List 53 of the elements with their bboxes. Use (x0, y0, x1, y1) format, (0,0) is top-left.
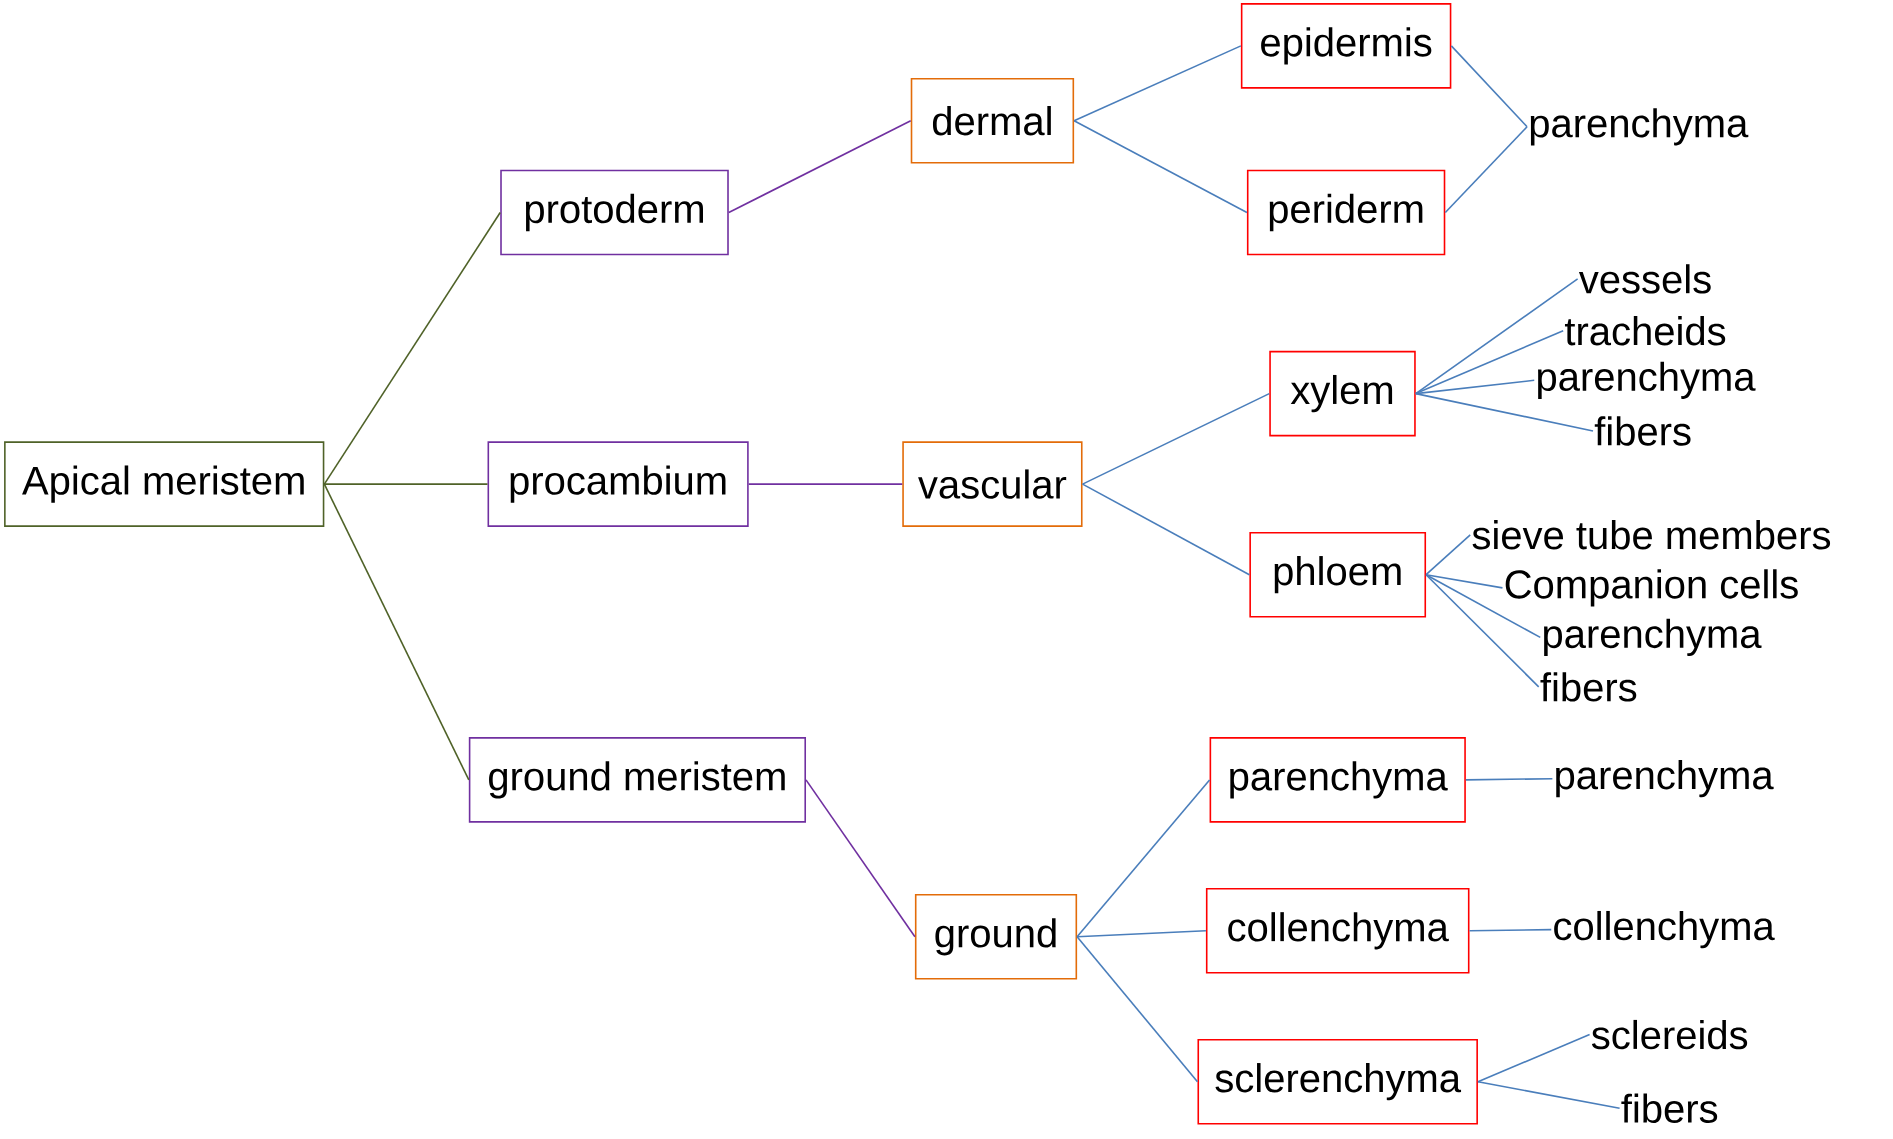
connector-line (1450, 45, 1528, 128)
connector-line (1076, 779, 1211, 938)
connector-line (805, 779, 916, 938)
connector-line (1414, 278, 1579, 395)
connector-line (747, 483, 904, 485)
text-label: fibers (1540, 672, 1637, 702)
text-label: parenchyma (1544, 618, 1762, 657)
process-box: ground (914, 894, 1078, 980)
connector-line (1468, 928, 1553, 932)
connector-line (1465, 777, 1554, 781)
text-label: parenchyma (1530, 108, 1749, 146)
connector-line (1076, 930, 1207, 938)
connector-line (1425, 573, 1540, 688)
process-box: epidermis (1240, 3, 1452, 89)
text-label: Companion cells (1505, 569, 1798, 607)
process-box: protoderm (500, 169, 729, 256)
connector-line (323, 483, 489, 485)
process-box: dermal (910, 77, 1075, 164)
connector-line (1076, 936, 1199, 1083)
text-label: fibers (1594, 416, 1691, 446)
process-box: ground meristem (468, 737, 806, 823)
process-box: Apical meristem (4, 441, 325, 527)
process-box: periderm (1246, 169, 1446, 256)
process-box: parenchyma (1209, 737, 1466, 823)
connector-line (323, 483, 470, 781)
connector-line (1477, 1033, 1591, 1083)
connector-line (1073, 45, 1242, 122)
text-label: sieve tube members (1472, 520, 1831, 550)
process-box: procambium (487, 441, 749, 527)
connector-line (1425, 573, 1504, 589)
text-label: sclereids (1591, 1019, 1748, 1050)
connector-line (728, 119, 912, 214)
text-label: tracheids (1564, 316, 1726, 346)
connector-line (1081, 392, 1271, 485)
text-label: parenchyma (1556, 760, 1774, 798)
process-box: collenchyma (1205, 888, 1470, 974)
process-box: sclerenchyma (1197, 1038, 1478, 1125)
process-box: vascular (902, 441, 1083, 527)
text-label: parenchyma (1538, 361, 1756, 399)
connector-line (1073, 119, 1248, 214)
process-box: phloem (1249, 531, 1427, 618)
connector-line (1414, 392, 1594, 432)
text-label: collenchyma (1554, 910, 1775, 949)
connector-line (1444, 126, 1528, 214)
text-label: fibers (1621, 1093, 1718, 1123)
connector-line (323, 211, 501, 485)
connector-line (1477, 1080, 1621, 1110)
connector-line (1425, 573, 1542, 639)
connector-line (1081, 483, 1251, 576)
connector-line (1414, 330, 1564, 395)
process-box: xylem (1269, 350, 1416, 437)
connector-line (1425, 534, 1472, 576)
text-label: vessels (1578, 264, 1711, 294)
